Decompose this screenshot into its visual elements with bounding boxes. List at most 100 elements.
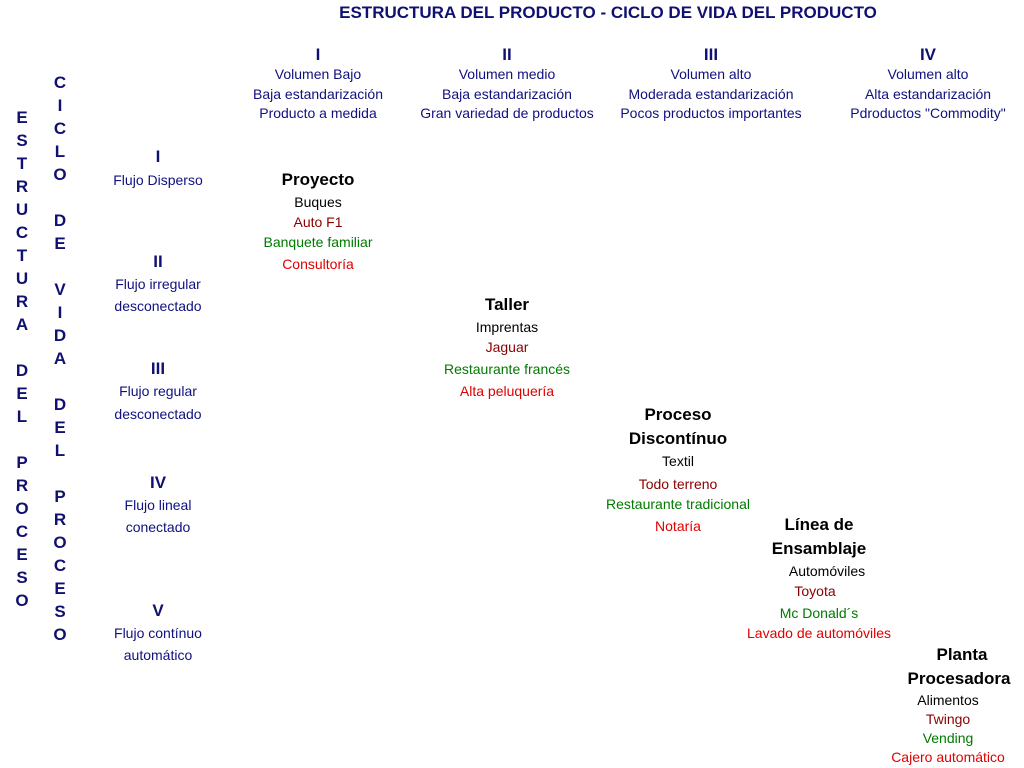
process-stage-1: I Flujo Disperso bbox=[113, 146, 202, 192]
stage-line: Volumen alto bbox=[887, 66, 969, 82]
example-item: Textil bbox=[662, 453, 694, 469]
vertical-letter bbox=[48, 255, 72, 278]
example-item: Alta peluquería bbox=[459, 383, 555, 399]
example-item: Mc Donald´s bbox=[779, 605, 859, 621]
example-item: Alimentos bbox=[917, 692, 979, 708]
vertical-letter: C bbox=[53, 73, 67, 92]
vertical-letter: S bbox=[16, 131, 28, 150]
stage-line: desconectado bbox=[114, 298, 202, 314]
stage-line: Flujo lineal bbox=[124, 497, 192, 513]
vertical-letter: T bbox=[16, 154, 28, 173]
stage-line: Pdroductos "Commodity" bbox=[850, 105, 1006, 121]
stage-line: Flujo Disperso bbox=[113, 172, 203, 188]
vertical-letter: L bbox=[54, 142, 66, 161]
example-item: Automóviles bbox=[788, 563, 866, 579]
process-type-taller: Taller Imprentas Jaguar Restaurante fran… bbox=[444, 293, 570, 401]
vertical-letter: I bbox=[57, 96, 63, 115]
stage-line: Moderada estandarización bbox=[628, 85, 794, 102]
stage-line: Volumen medio bbox=[458, 66, 556, 82]
vertical-letter: D bbox=[53, 395, 67, 414]
process-type-heading: Proyecto bbox=[281, 170, 355, 189]
process-stage-2: II Flujo irregular desconectado bbox=[114, 251, 201, 317]
product-stage-3: III Volumen alto Moderada estandarizació… bbox=[620, 45, 801, 124]
example-item: Lavado de automóviles bbox=[747, 625, 891, 641]
product-stage-4: IV Volumen alto Alta estandarización Pdr… bbox=[850, 45, 1005, 124]
vertical-letter: D bbox=[15, 361, 29, 380]
vertical-letter: S bbox=[16, 568, 28, 587]
vertical-letter: V bbox=[54, 280, 66, 299]
stage-line: automático bbox=[123, 647, 193, 663]
vertical-letter: R bbox=[15, 177, 29, 196]
stage-line: Volumen Bajo bbox=[274, 66, 362, 82]
vertical-letter: E bbox=[54, 579, 66, 598]
vertical-letter: U bbox=[15, 269, 29, 288]
stage-numeral: V bbox=[152, 601, 164, 620]
vertical-letter: C bbox=[53, 119, 67, 138]
process-type-planta-procesadora: Planta Procesadora Alimentos Twingo Vend… bbox=[886, 643, 1011, 767]
product-stage-2: II Volumen medio Baja estandarización Gr… bbox=[420, 45, 594, 124]
vertical-letter: S bbox=[54, 602, 66, 621]
process-type-heading: Línea de bbox=[784, 515, 854, 534]
example-item: Jaguar bbox=[485, 339, 529, 355]
vertical-letter: L bbox=[54, 441, 66, 460]
vertical-letter: T bbox=[16, 246, 28, 265]
example-item: Todo terreno bbox=[638, 476, 718, 492]
product-stage-1: I Volumen Bajo Baja estandarización Prod… bbox=[253, 45, 383, 124]
vertical-letter: P bbox=[16, 453, 28, 472]
vertical-letter: O bbox=[53, 165, 67, 184]
vertical-letter: A bbox=[53, 349, 67, 368]
process-type-linea-de-ensamblaje: Línea de Ensamblaje Automóviles Toyota M… bbox=[747, 513, 891, 643]
vertical-letter: O bbox=[53, 533, 67, 552]
stage-line: Pocos productos importantes bbox=[620, 105, 802, 121]
stage-line: Flujo regular bbox=[119, 383, 197, 399]
vertical-letter: O bbox=[53, 625, 67, 644]
process-type-proyecto: Proyecto Buques Auto F1 Banquete familia… bbox=[264, 168, 373, 274]
stage-line: conectado bbox=[125, 519, 191, 535]
stage-numeral: III bbox=[150, 359, 166, 378]
vertical-letter: A bbox=[15, 315, 29, 334]
process-type-heading: Ensamblaje bbox=[771, 539, 867, 558]
process-type-heading: Planta bbox=[936, 645, 988, 664]
stage-numeral: IV bbox=[919, 45, 937, 64]
example-item: Toyota bbox=[794, 583, 836, 599]
stage-numeral: I bbox=[315, 45, 321, 64]
example-item: Banquete familiar bbox=[263, 234, 373, 250]
process-type-heading: Proceso bbox=[644, 405, 712, 424]
vertical-letter: E bbox=[54, 418, 66, 437]
stage-numeral: II bbox=[153, 252, 163, 271]
stage-line: Alta estandarización bbox=[864, 85, 992, 102]
vertical-letter: O bbox=[15, 499, 29, 518]
process-stage-4: IV Flujo lineal conectado bbox=[125, 472, 192, 538]
process-type-heading: Discontínuo bbox=[628, 429, 728, 448]
example-item: Consultoría bbox=[282, 256, 354, 272]
stage-numeral: IV bbox=[149, 473, 167, 492]
process-stage-3: III Flujo regular desconectado bbox=[114, 358, 201, 426]
process-type-proceso-discontinuo: Proceso Discontínuo Textil Todo terreno … bbox=[606, 403, 750, 536]
vertical-letter: C bbox=[53, 556, 67, 575]
vertical-letter bbox=[48, 462, 72, 485]
stage-numeral: II bbox=[502, 45, 512, 64]
stage-line: Flujo irregular bbox=[115, 276, 201, 292]
vertical-letter bbox=[48, 370, 72, 393]
vertical-letter: R bbox=[15, 476, 29, 495]
vertical-letter bbox=[48, 186, 72, 209]
stage-numeral: I bbox=[155, 147, 161, 166]
stage-line: Baja estandarización bbox=[442, 85, 572, 102]
example-item: Imprentas bbox=[475, 319, 539, 335]
stage-line: Baja estandarización bbox=[253, 85, 383, 102]
vertical-letter: I bbox=[57, 303, 63, 322]
vertical-letter: C bbox=[15, 223, 29, 242]
vertical-letter: D bbox=[53, 326, 67, 345]
process-type-heading: Taller bbox=[484, 295, 530, 314]
vertical-letter: U bbox=[15, 200, 29, 219]
vertical-letter bbox=[10, 336, 34, 359]
vertical-letter: R bbox=[15, 292, 29, 311]
vertical-letter: O bbox=[15, 591, 29, 610]
vertical-letter: E bbox=[16, 108, 28, 127]
example-item: Vending bbox=[922, 730, 974, 746]
example-item: Cajero automático bbox=[891, 749, 1005, 765]
example-item: Notaría bbox=[655, 518, 701, 534]
process-type-heading: Procesadora bbox=[907, 669, 1011, 688]
